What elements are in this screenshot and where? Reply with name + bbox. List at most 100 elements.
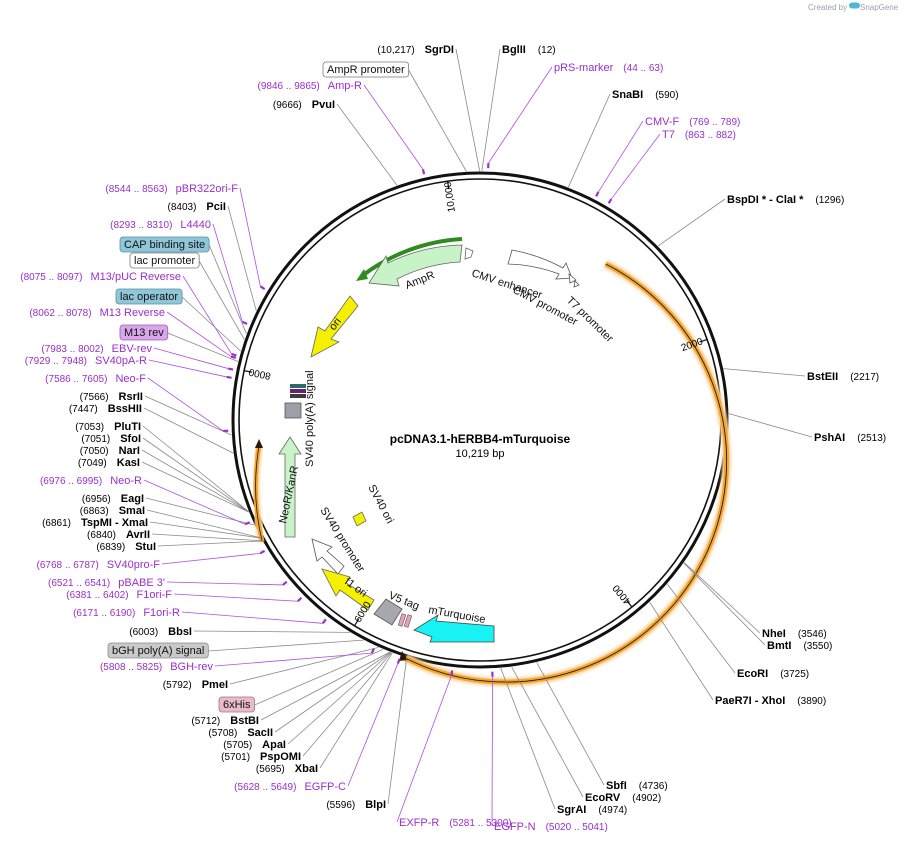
site-ecorv[interactable]: EcoRV(4902) <box>511 666 661 804</box>
feature-ori[interactable] <box>310 295 359 358</box>
box-frame <box>322 61 410 78</box>
primer-leader-line <box>347 663 399 787</box>
primer-neo-f[interactable]: Neo-F(7586 .. 7605) <box>45 373 229 433</box>
site-nari[interactable]: NarI (7050) <box>80 445 249 513</box>
site-bsshii[interactable]: BssHII(7447) <box>69 403 234 454</box>
site-blpi[interactable]: BlpI(5596) <box>326 657 408 811</box>
box-6xhis[interactable]: 6xHis <box>218 648 384 713</box>
site-pshai[interactable]: PshAI (2513) <box>728 413 886 444</box>
box-cap-binding-site[interactable]: CAP binding site <box>119 236 247 334</box>
site-rsrii[interactable]: RsrII(7566) <box>80 391 232 436</box>
feature-label-neo-kan: NeoR/KanR <box>277 465 301 525</box>
box-label: M13 rev <box>124 327 164 339</box>
feature-sv40-ori[interactable] <box>352 511 367 527</box>
site-apai[interactable]: ApaI(5705) <box>223 652 392 751</box>
feature-neo-kan[interactable] <box>278 436 302 538</box>
feature-sv40-polya[interactable] <box>284 384 306 419</box>
primer-l4440[interactable]: L4440(8293 .. 8310) <box>110 219 248 325</box>
site-pspomi[interactable]: PspOMI(5701) <box>221 652 392 763</box>
box-leader-line <box>198 260 245 340</box>
site-position: (4736) <box>639 781 668 792</box>
primer-amp-r[interactable]: Amp-R(9846 .. 9865) <box>258 80 426 175</box>
box-lac-operator[interactable]: lac operator <box>115 288 241 352</box>
site-xbai[interactable]: XbaI(5695) <box>256 652 393 775</box>
primer-sv40pa-r[interactable]: SV40pA-R(7929 .. 7948) <box>25 355 232 379</box>
feature-cmv-promoter[interactable] <box>568 273 577 284</box>
feature-t7-promoter[interactable] <box>573 280 580 288</box>
site-nhei[interactable]: NheI(3546) <box>683 562 827 640</box>
site-sgrdi[interactable]: SgrDI(10,217) <box>377 44 481 172</box>
box-frame <box>119 236 210 253</box>
primer-sv40pro-f[interactable]: SV40pro-F(6768 .. 6787) <box>37 549 266 571</box>
site-position: (6839) <box>96 542 125 553</box>
site-sbfi[interactable]: SbfI(4736) <box>536 662 668 792</box>
site-name: NarI <box>119 445 140 457</box>
primer-exfp-r[interactable]: EXFP-R(5281 .. 5300) <box>396 670 512 829</box>
site-position: (3890) <box>797 696 826 707</box>
site-pmei[interactable]: PmeI(5792) <box>163 647 379 691</box>
feature-sv40-promoter[interactable] <box>311 538 345 575</box>
site-stui[interactable]: StuI(6839) <box>96 540 263 553</box>
primer-bgh-rev[interactable]: BGH-rev(5808 .. 5825) <box>100 648 375 673</box>
tick-10000 <box>447 181 450 190</box>
site-bsteii[interactable]: BstEII(2217) <box>723 368 879 383</box>
primer-egfp-n[interactable]: EGFP-N(5020 .. 5041) <box>491 671 608 833</box>
site-bstbi[interactable]: BstBI(5712) <box>191 651 391 727</box>
primer-leader-line <box>166 311 232 357</box>
site-position: (2513) <box>857 433 886 444</box>
site-tspmi-xmai[interactable]: TspMI - XmaI(6861) <box>42 517 261 539</box>
box-m13-rev[interactable]: M13 rev <box>119 324 239 362</box>
feature-f1-ori[interactable] <box>321 568 375 611</box>
site-leader-line <box>302 652 392 757</box>
feature-ampr-promoter[interactable] <box>464 247 474 260</box>
primer-pbabe-3[interactable]: pBABE 3'(6521 .. 6541) <box>48 577 288 589</box>
site-leader-line <box>536 662 605 786</box>
primer-name: pBR322ori-F <box>176 183 239 195</box>
primer-leader-line <box>491 676 493 827</box>
primer-ebv-rev[interactable]: EBV-rev(7983 .. 8002) <box>41 343 234 371</box>
site-name: EcoRV <box>585 792 621 804</box>
site-sfoi[interactable]: SfoI(7051) <box>81 433 249 513</box>
primer-t7[interactable]: T7(863 .. 882) <box>607 129 736 204</box>
site-ecori[interactable]: EcoRI(3725) <box>666 583 809 680</box>
primer-egfp-c[interactable]: EGFP-C(5628 .. 5649) <box>234 658 401 793</box>
site-name: ApaI <box>262 739 286 751</box>
primer-f1ori-r[interactable]: F1ori-R(6171 .. 6190) <box>73 607 327 624</box>
site-pvui[interactable]: PvuI(9666) <box>273 99 398 186</box>
box-lac-promoter[interactable]: lac promoter <box>129 252 245 340</box>
site-smai[interactable]: SmaI(6863) <box>80 505 261 539</box>
site-avrii[interactable]: AvrII(6840) <box>87 529 263 542</box>
box-ampr-promoter[interactable]: AmpR promoter <box>322 61 467 172</box>
feature-v5-tag[interactable] <box>373 598 413 628</box>
primer-prs-marker[interactable]: pRS-marker(44 .. 63) <box>487 62 663 169</box>
box-label: lac promoter <box>134 255 195 267</box>
feature-mturquoise[interactable] <box>413 614 495 643</box>
primer-m13-reverse[interactable]: M13 Reverse(8062 .. 8078) <box>29 307 237 359</box>
site-sacii[interactable]: SacII(5708) <box>208 652 391 739</box>
feature-cmv-enhancer[interactable] <box>507 249 573 280</box>
primer-neo-r[interactable]: Neo-R(6976 .. 6995) <box>40 475 251 526</box>
site-snabi[interactable]: SnaBI(590) <box>567 89 679 188</box>
site-paer7i-xhoi[interactable]: PaeR7I - XhoI(3890) <box>649 602 827 707</box>
site-leader-line <box>143 407 234 454</box>
site-position: (7050) <box>80 446 109 457</box>
site-bbsi[interactable]: BbsI(6003) <box>129 626 350 638</box>
site-bmti[interactable]: BmtI(3550) <box>683 562 833 652</box>
feature-ampr[interactable] <box>368 244 463 287</box>
site-bspdi-clai[interactable]: BspDI * - ClaI *(1296) <box>657 194 844 247</box>
primer-pbr322ori-f[interactable]: pBR322ori-F(8544 .. 8563) <box>105 183 266 290</box>
site-pluti[interactable]: PluTI(7053) <box>75 421 249 512</box>
site-bglii[interactable]: BglII(12) <box>481 44 556 172</box>
primer-leader-line <box>161 552 261 565</box>
site-leader-line <box>193 630 350 633</box>
box-bgh-poly-a-signal[interactable]: bGH poly(A) signal <box>107 639 364 659</box>
site-sgrai[interactable]: SgrAI(4974) <box>500 667 628 816</box>
site-name: PshAI <box>814 432 845 444</box>
primer-cmv-f[interactable]: CMV-F(769 .. 789) <box>595 116 740 197</box>
site-leader-line <box>567 93 611 188</box>
site-kasi[interactable]: KasI(7049) <box>78 457 249 513</box>
site-pcii[interactable]: PciI(8403) <box>168 201 257 311</box>
primer-f1ori-f[interactable]: F1ori-F(6381 .. 6402) <box>66 589 303 603</box>
primer-m13-puc-reverse[interactable]: M13/pUC Reverse(8075 .. 8097) <box>20 271 237 357</box>
